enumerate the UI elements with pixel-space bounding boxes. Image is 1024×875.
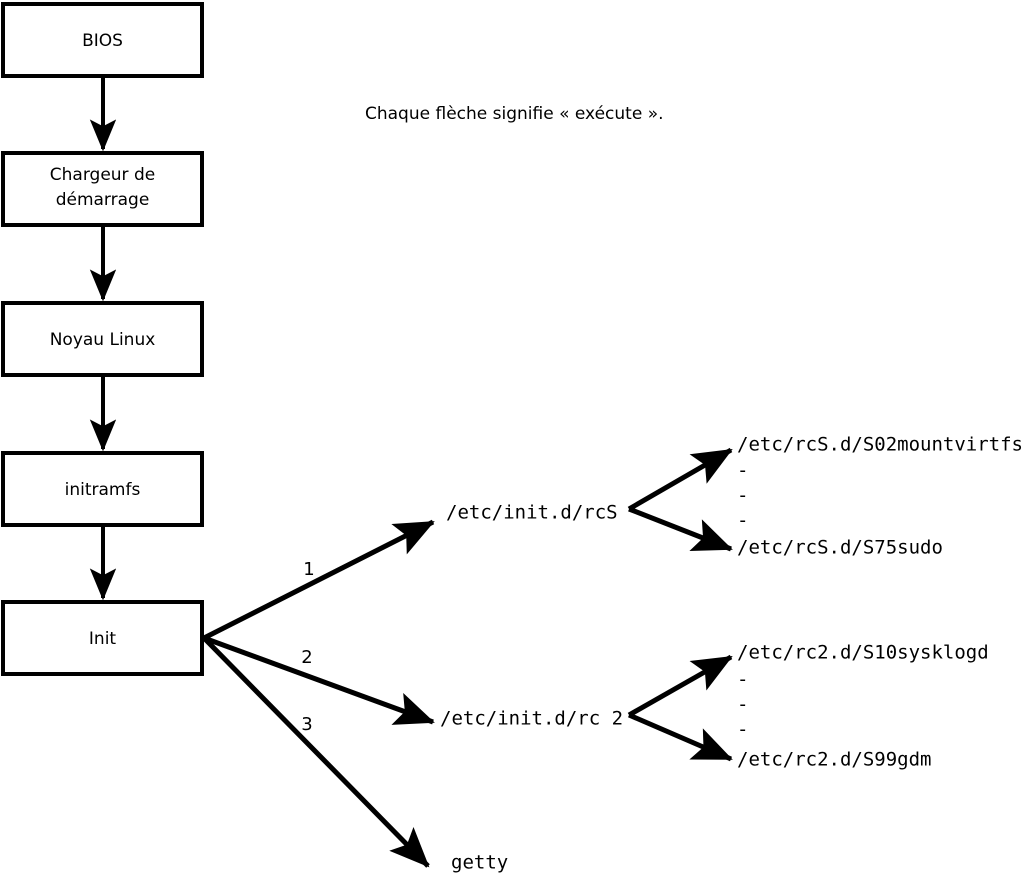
rcs-ellipsis-dot-3: - — [737, 510, 748, 532]
arrow-init-branch-2 — [203, 635, 435, 725]
diagram-note: Chaque flèche signifie « exécute ». — [365, 104, 664, 124]
branch-number-2: 2 — [301, 647, 312, 668]
box-bios-label: BIOS — [82, 31, 123, 51]
box-initramfs-label: initramfs — [65, 480, 141, 500]
rcs-ellipsis-dot-2: - — [737, 485, 748, 507]
label-rc2-first-script: /etc/rc2.d/S10sysklogd — [737, 642, 989, 664]
box-bootloader-rect — [1, 151, 204, 227]
arrow-rc2-to-last-script — [628, 712, 733, 762]
box-bootloader-label-line2: démarrage — [56, 190, 150, 210]
box-bootloader: Chargeur de démarrage — [1, 151, 204, 227]
label-rcs-last-script: /etc/rcS.d/S75sudo — [737, 537, 943, 559]
label-rc2-last-script: /etc/rc2.d/S99gdm — [737, 749, 931, 771]
rc2-ellipsis-dot-1: - — [737, 669, 748, 691]
rcs-ellipsis-dot-1: - — [737, 460, 748, 482]
label-rcs-first-script: /etc/rcS.d/S02mountvirtfs — [737, 434, 1023, 456]
label-init-rcs: /etc/init.d/rcS — [446, 502, 618, 524]
box-bootloader-label-line1: Chargeur de — [50, 165, 155, 185]
arrow-rcs-to-last-script — [628, 506, 733, 552]
arrow-rc2-to-first-script — [627, 654, 733, 718]
rc2-ellipsis-dot-2: - — [737, 694, 748, 716]
rc2-ellipsis-dot-3: - — [737, 719, 748, 741]
box-init: Init — [1, 600, 204, 676]
box-initramfs-rect — [1, 451, 204, 527]
box-kernel-rect — [1, 301, 204, 377]
branch-number-3: 3 — [301, 714, 312, 735]
box-initramfs: initramfs — [1, 451, 204, 527]
box-bios: BIOS — [1, 2, 204, 78]
label-init-rc2: /etc/init.d/rc 2 — [440, 708, 623, 730]
box-init-rect — [1, 600, 204, 676]
box-kernel-label: Noyau Linux — [50, 330, 156, 350]
arrow-init-branch-3 — [202, 636, 430, 868]
arrow-init-branch-1 — [202, 519, 435, 641]
box-kernel: Noyau Linux — [1, 301, 204, 377]
box-init-label: Init — [89, 629, 117, 649]
arrow-rcs-to-first-script — [627, 447, 733, 512]
label-getty: getty — [451, 852, 508, 874]
box-bios-rect — [1, 2, 204, 78]
branch-number-1: 1 — [303, 559, 314, 580]
